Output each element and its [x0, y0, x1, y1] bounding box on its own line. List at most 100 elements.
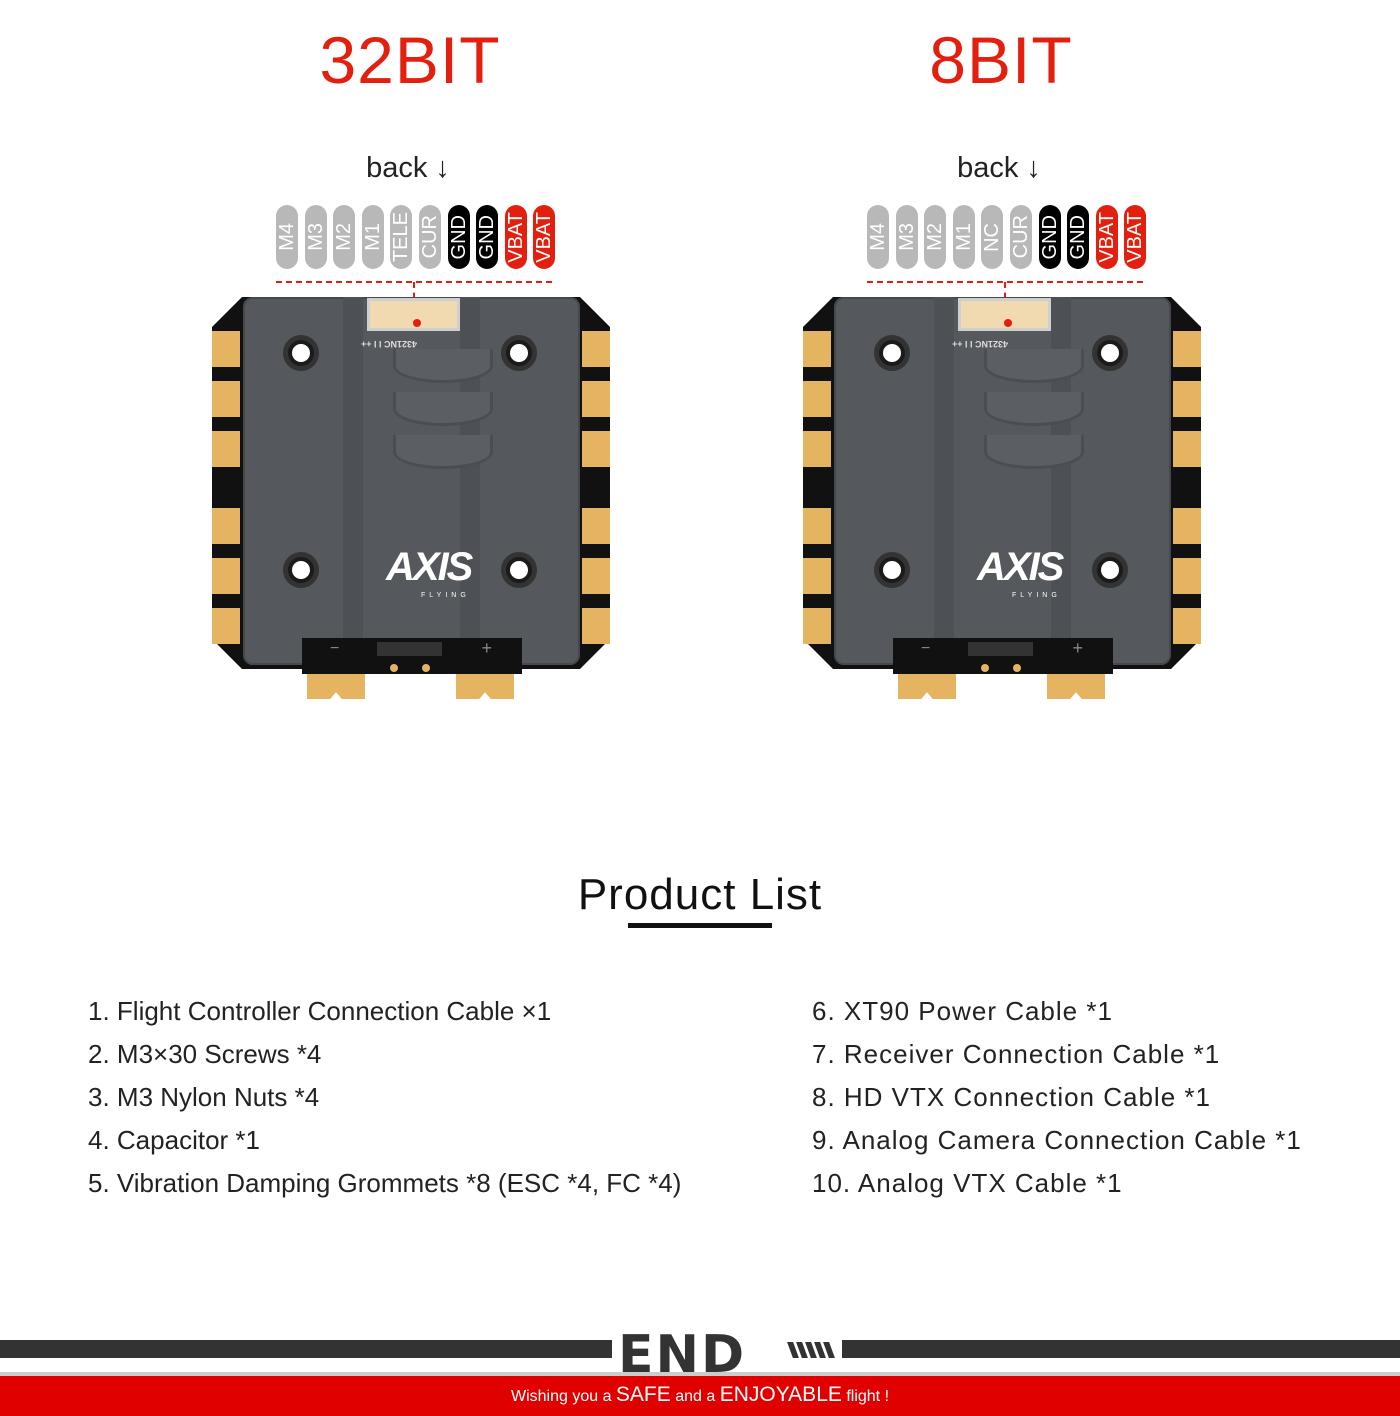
- pin-label-vbat: VBAT: [1124, 205, 1147, 269]
- variant-heading: 8BIT: [929, 23, 1073, 97]
- solder-pad: [212, 331, 240, 367]
- pin-label-m4: M4: [276, 205, 298, 269]
- tagline-text: flight !: [841, 1388, 890, 1405]
- pin-label-vbat: VBAT: [504, 205, 527, 269]
- chevron-icon: [393, 349, 493, 383]
- axis-logo: AXIS: [977, 545, 1064, 589]
- pin-label-m3: M3: [895, 205, 918, 269]
- solder-pad: [803, 431, 831, 467]
- solder-pad: [582, 331, 610, 367]
- product-list-title: Product List: [577, 870, 823, 919]
- solder-pad: [582, 608, 610, 644]
- groove: [460, 297, 480, 665]
- pin-label-m3: M3: [304, 205, 327, 269]
- tagline-text: Wishing you a: [510, 1388, 616, 1405]
- minus-sign: −: [921, 640, 931, 657]
- mount-hole: [874, 552, 910, 588]
- list-item: 6. XT90 Power Cable *1: [812, 996, 1113, 1026]
- component: [968, 642, 1033, 656]
- pin-label-vbat: VBAT: [1095, 205, 1118, 269]
- mount-hole: [501, 335, 537, 371]
- pin-text: M4: [276, 223, 298, 251]
- pin-label-gnd: GND: [447, 205, 470, 269]
- solder-pad: [212, 381, 240, 417]
- groove: [343, 297, 363, 665]
- list-item: 9. Analog Camera Connection Cable *1: [812, 1125, 1302, 1155]
- list-item: 4. Capacitor *1: [88, 1125, 260, 1155]
- footer-bar-left: [0, 1340, 612, 1358]
- solder-pad: [212, 508, 240, 544]
- pin-label-gnd: GND: [1067, 205, 1090, 269]
- stripes-decoration: [787, 1342, 835, 1358]
- pin-text: CUR: [1009, 215, 1032, 259]
- plus-sign: +: [481, 638, 492, 658]
- pin-text: VBAT: [1124, 211, 1147, 263]
- pin-text: GND: [1038, 214, 1061, 260]
- variant-heading: 32BIT: [319, 23, 501, 97]
- pin-text: GND: [447, 214, 470, 260]
- minus-sign: −: [330, 640, 340, 657]
- pin-text: M2: [333, 223, 356, 251]
- chevron-icon: [984, 392, 1084, 426]
- divider: [0, 1372, 1400, 1376]
- pin-text: M2: [924, 223, 947, 251]
- mount-hole: [283, 335, 319, 371]
- back-label: back ↓: [957, 152, 1041, 184]
- mount-hole: [283, 552, 319, 588]
- product-list-left: 1. Flight Controller Connection Cable ×1…: [88, 990, 681, 1205]
- mount-hole: [1092, 335, 1128, 371]
- pointer-dot: [413, 319, 421, 327]
- pin-text: M3: [895, 223, 918, 251]
- pin-text: GND: [476, 214, 499, 260]
- pad: [981, 664, 989, 672]
- logo-sub: FLYING: [421, 592, 470, 599]
- solder-pad: [212, 558, 240, 594]
- pad: [422, 664, 430, 672]
- pin-text: M3: [304, 223, 327, 251]
- tagline-enjoyable: ENJOYABLE: [719, 1383, 842, 1406]
- pin-text: GND: [1067, 214, 1090, 260]
- solder-pad: [1173, 508, 1201, 544]
- chevron-icon: [984, 435, 1084, 469]
- silkscreen-text: 4321NC I I ++: [361, 339, 418, 349]
- esc-board: AXIS FLYING 4321NC I I ++ − +: [212, 295, 612, 700]
- solder-pad: [582, 558, 610, 594]
- product-list-right: 6. XT90 Power Cable *1 7. Receiver Conne…: [812, 990, 1302, 1205]
- solder-pad: [1173, 381, 1201, 417]
- mount-hole: [1092, 552, 1128, 588]
- pin-text: VBAT: [1095, 211, 1118, 263]
- tagline-safe: SAFE: [615, 1383, 671, 1406]
- pin-label-gnd: GND: [476, 205, 499, 269]
- chevron-icon: [393, 392, 493, 426]
- pin-text: TELE: [390, 211, 413, 263]
- solder-pad: [803, 381, 831, 417]
- list-item: 1. Flight Controller Connection Cable ×1: [88, 996, 552, 1026]
- pin-label-tele: TELE: [390, 205, 413, 269]
- title-underline: [628, 923, 772, 928]
- solder-pad: [1173, 331, 1201, 367]
- pointer-dot: [1004, 319, 1012, 327]
- solder-pad: [212, 608, 240, 644]
- pin-label-m1: M1: [361, 205, 384, 269]
- pin-text: VBAT: [533, 211, 556, 263]
- chevron-icon: [393, 435, 493, 469]
- solder-pad: [582, 508, 610, 544]
- pin-text: VBAT: [504, 211, 527, 263]
- groove: [1051, 297, 1071, 665]
- solder-pad: [1173, 558, 1201, 594]
- pin-text: M4: [867, 223, 889, 251]
- chevron-icon: [984, 349, 1084, 383]
- axis-logo: AXIS: [386, 545, 473, 589]
- pin-text: CUR: [418, 215, 441, 259]
- heatsink-cover: AXIS FLYING 4321NC I I ++: [243, 297, 580, 665]
- solder-pad: [582, 431, 610, 467]
- logo-sub: FLYING: [1012, 592, 1061, 599]
- solder-pad: [1173, 608, 1201, 644]
- solder-pad: [1173, 431, 1201, 467]
- pin-label-m2: M2: [924, 205, 947, 269]
- heatsink-cover: AXIS FLYING 4321NC I I ++: [834, 297, 1171, 665]
- pin-label-m1: M1: [952, 205, 975, 269]
- tagline-text: and a: [670, 1388, 720, 1405]
